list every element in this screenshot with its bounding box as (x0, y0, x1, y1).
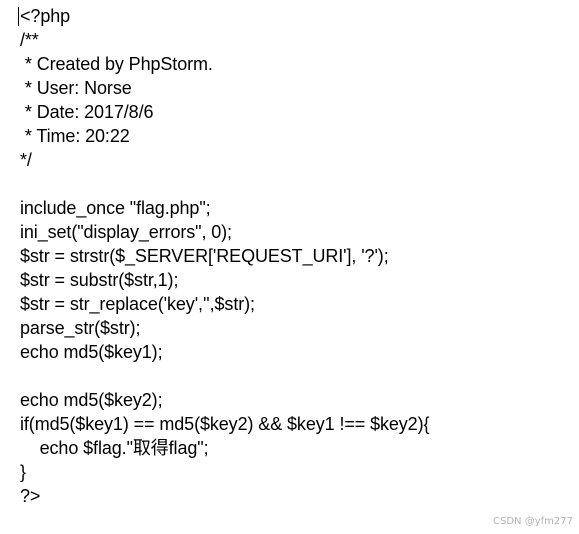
code-line: include_once "flag.php"; (20, 198, 211, 218)
code-line: echo md5($key1); (20, 342, 163, 362)
code-line: if(md5($key1) == md5($key2) && $key1 !==… (20, 414, 430, 434)
code-line: * Time: 20:22 (20, 126, 130, 146)
code-block: <?php /** * Created by PhpStorm. * User:… (20, 4, 430, 508)
code-line: } (20, 462, 26, 482)
code-line: * Date: 2017/8/6 (20, 102, 154, 122)
watermark: CSDN @yfm277 (493, 516, 573, 527)
code-line: * User: Norse (20, 78, 132, 98)
code-line: $str = strstr($_SERVER['REQUEST_URI'], '… (20, 246, 389, 266)
code-line: ini_set("display_errors", 0); (20, 222, 232, 242)
code-line: ?> (20, 486, 41, 506)
code-line (20, 364, 429, 388)
code-line: echo md5($key2); (20, 390, 163, 410)
text-cursor (18, 7, 19, 26)
code-line: * Created by PhpStorm. (20, 54, 213, 74)
code-line: <?php (20, 6, 71, 26)
code-line: parse_str($str); (20, 318, 141, 338)
code-line (20, 172, 429, 196)
code-line: $str = str_replace('key','',$str); (20, 294, 255, 314)
code-line: */ (20, 150, 32, 170)
code-line: echo $flag."取得flag"; (20, 438, 209, 458)
code-line: $str = substr($str,1); (20, 270, 179, 290)
code-line: /** (20, 30, 39, 50)
